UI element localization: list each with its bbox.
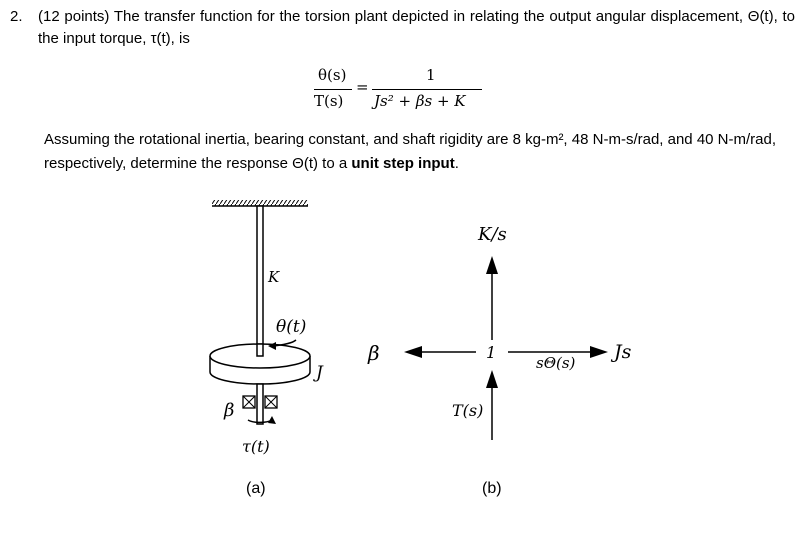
label-beta-a: β: [223, 400, 234, 421]
transfer-function-equation: θ(s) T(s) = 1 Js² + βs + K: [310, 66, 490, 118]
label-s-theta-s: sΘ(s): [536, 354, 576, 372]
ceiling-hatch-icon: [212, 200, 308, 206]
assumption-paragraph: Assuming the rotational inertia, bearing…: [44, 128, 790, 176]
bearing-right-icon: [264, 395, 278, 409]
caption-a: (a): [246, 480, 266, 497]
eq-lhs-denominator: T(s): [314, 92, 344, 110]
eq-rhs-denominator: Js² + βs + K: [374, 92, 466, 110]
shaft-into-disk: [256, 343, 264, 357]
torque-arrowhead-icon: [268, 416, 276, 424]
label-Js: Js: [610, 341, 632, 363]
label-T-s: T(s): [452, 401, 483, 420]
eq-lhs-fraction-bar: [314, 89, 352, 90]
rotation-arrowhead-icon: [268, 342, 276, 350]
problem-intro: (12 points) The transfer function for th…: [38, 8, 795, 47]
assumption-text: Assuming the rotational inertia, bearing…: [44, 131, 777, 172]
label-K-over-s: K/s: [477, 224, 507, 245]
eq-rhs-fraction-bar: [372, 89, 482, 90]
eq-rhs-numerator: 1: [426, 66, 436, 84]
beta-branch-arrowhead-icon: [404, 346, 422, 358]
unit-step-input-text: unit step input: [351, 155, 455, 172]
label-K: K: [267, 268, 280, 286]
caption-b: (b): [482, 480, 502, 497]
label-beta-b: β: [367, 341, 380, 365]
t-branch-arrowhead-icon: [486, 370, 498, 388]
eq-equals-sign: =: [356, 78, 369, 96]
shaft-rod: [256, 205, 264, 353]
label-tau-t: τ(t): [242, 437, 270, 456]
figure-b-signal-flow: K/s β 1 sΘ(s) Js T(s) (b): [367, 224, 632, 497]
js-branch-arrowhead-icon: [590, 346, 608, 358]
lower-shaft: [256, 383, 264, 425]
figure-a-torsion-diagram: K θ(t) J β τ(t) (a): [209, 200, 324, 497]
label-theta-t: θ(t): [276, 317, 306, 337]
eq-lhs-numerator: θ(s): [318, 66, 347, 84]
problem-number: 2.: [10, 8, 23, 25]
assumption-end: .: [454, 155, 459, 172]
k-branch-arrowhead-icon: [486, 256, 498, 274]
label-node-one: 1: [486, 343, 496, 362]
label-J: J: [313, 363, 324, 383]
bearing-left-icon: [242, 395, 256, 409]
